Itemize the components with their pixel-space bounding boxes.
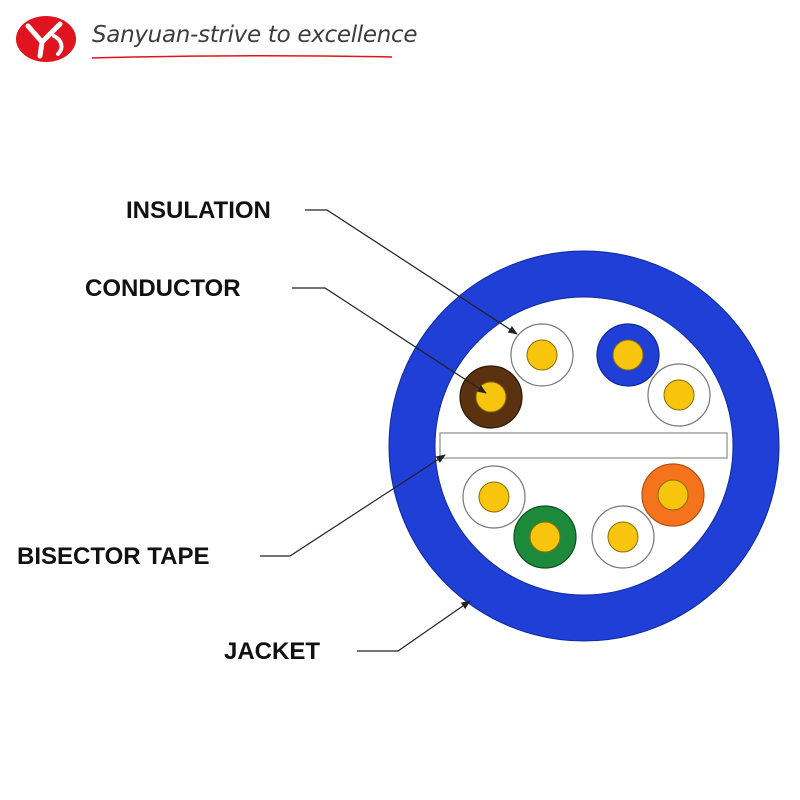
wire-white-brown bbox=[510, 323, 574, 387]
bisector-tape-label: BISECTOR TAPE bbox=[17, 543, 209, 570]
wire-white-blue bbox=[647, 363, 711, 427]
brand-underline bbox=[92, 54, 392, 59]
wire-white-green bbox=[462, 465, 526, 529]
conductor-leader bbox=[292, 287, 487, 394]
wire-orange bbox=[641, 463, 705, 527]
jacket-label: JACKET bbox=[224, 638, 320, 665]
wire-brown bbox=[459, 365, 523, 429]
wire-blue bbox=[596, 323, 660, 387]
wire-white-orange bbox=[591, 505, 655, 569]
insulation-leader bbox=[305, 209, 518, 335]
brand-slogan: Sanyuan-strive to excellence bbox=[92, 22, 418, 48]
wire-green bbox=[513, 505, 577, 569]
jacket-outline-inner bbox=[434, 296, 734, 596]
bisector-tape bbox=[439, 432, 728, 459]
jacket-outline-outer bbox=[388, 250, 780, 642]
bisector-tape-leader bbox=[260, 454, 446, 557]
jacket-leader bbox=[357, 600, 471, 652]
conductor-label: CONDUCTOR bbox=[85, 275, 241, 302]
insulation-label: INSULATION bbox=[126, 197, 271, 224]
sanyuan-logo-icon bbox=[16, 16, 76, 62]
